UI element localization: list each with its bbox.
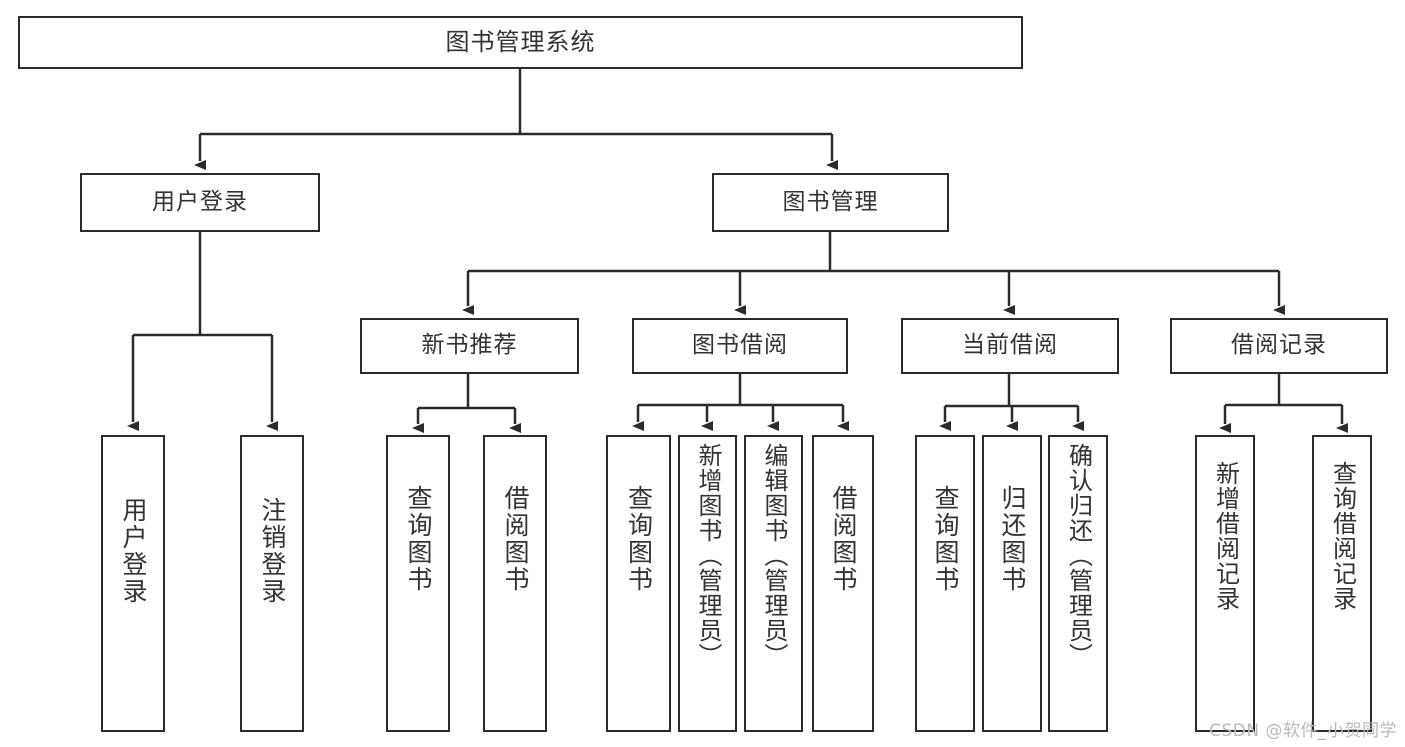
leaf-borrow-book[interactable]: 借阅图书	[812, 435, 874, 732]
node-book-management[interactable]: 图书管理	[712, 173, 949, 232]
leaf-user-login[interactable]: 用户登录	[101, 435, 165, 732]
leaf-query-book-borrow[interactable]: 查询图书	[606, 435, 671, 732]
leaf-return-book[interactable]: 归还图书	[982, 435, 1042, 732]
leaf-label: 新增图书（管理员）	[693, 443, 722, 668]
node-label: 用户登录	[152, 188, 248, 215]
leaf-logout[interactable]: 注销登录	[240, 435, 304, 732]
node-label: 图书借阅	[692, 332, 788, 359]
node-user-login[interactable]: 用户登录	[80, 173, 320, 232]
node-borrow-records[interactable]: 借阅记录	[1170, 318, 1388, 374]
node-label: 借阅记录	[1231, 332, 1327, 359]
leaf-label: 借阅图书	[829, 485, 858, 593]
leaf-confirm-return-admin[interactable]: 确认归还（管理员）	[1048, 435, 1108, 732]
node-current-borrow[interactable]: 当前借阅	[901, 318, 1119, 374]
leaf-edit-book-admin[interactable]: 编辑图书（管理员）	[744, 435, 803, 732]
leaf-query-borrow-record[interactable]: 查询借阅记录	[1312, 435, 1372, 732]
leaf-query-book-current[interactable]: 查询图书	[915, 435, 975, 732]
node-label: 新书推荐	[421, 332, 518, 359]
leaf-label: 查询图书	[624, 485, 654, 593]
node-new-book-recommend[interactable]: 新书推荐	[360, 318, 579, 374]
node-label: 图书管理	[782, 188, 879, 215]
leaf-label: 借阅图书	[501, 485, 530, 593]
node-root-system[interactable]: 图书管理系统	[18, 16, 1023, 69]
leaf-label: 用户登录	[119, 497, 148, 605]
node-label: 当前借阅	[962, 332, 1058, 359]
node-label: 图书管理系统	[445, 28, 596, 57]
leaf-label: 确认归还（管理员）	[1064, 443, 1093, 668]
leaf-label: 注销登录	[258, 497, 287, 605]
leaf-label: 查询借阅记录	[1328, 461, 1357, 611]
csdn-watermark: CSDN @软件_小贺同学	[1209, 721, 1397, 741]
leaf-label: 查询图书	[404, 485, 433, 593]
leaf-add-book-admin[interactable]: 新增图书（管理员）	[678, 435, 737, 732]
node-book-borrow[interactable]: 图书借阅	[632, 318, 848, 374]
leaf-label: 编辑图书（管理员）	[759, 443, 788, 668]
leaf-label: 查询图书	[931, 485, 960, 593]
leaf-borrow-book-recommend[interactable]: 借阅图书	[483, 435, 547, 732]
leaf-query-book-recommend[interactable]: 查询图书	[386, 435, 450, 732]
leaf-add-borrow-record[interactable]: 新增借阅记录	[1195, 435, 1255, 732]
leaf-label: 归还图书	[998, 485, 1027, 593]
leaf-label: 新增借阅记录	[1211, 461, 1240, 611]
